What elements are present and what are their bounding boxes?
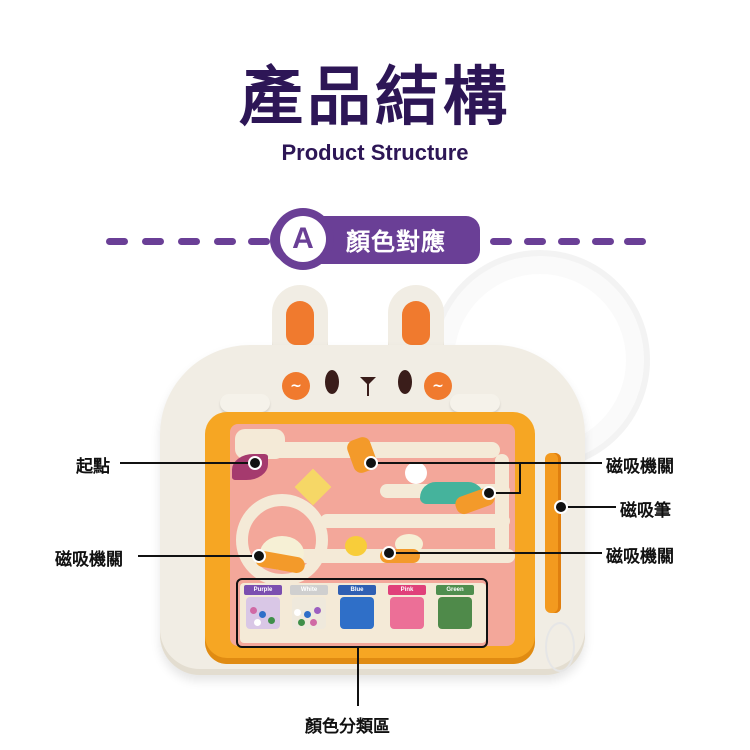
magnetic-pen bbox=[545, 453, 561, 613]
divider-dash bbox=[558, 238, 580, 245]
sort-bin-purple bbox=[246, 597, 280, 629]
sort-bin-blue bbox=[340, 597, 374, 629]
section-letter: A bbox=[280, 216, 326, 262]
leader-dot bbox=[252, 549, 266, 563]
page-subtitle: Product Structure bbox=[281, 140, 469, 165]
leader-line bbox=[370, 462, 602, 464]
divider-dash bbox=[524, 238, 546, 245]
bunny-cheek-right: ~ bbox=[424, 372, 452, 400]
leader-dot bbox=[248, 456, 262, 470]
bunny-eye-left bbox=[325, 370, 339, 394]
label-magnetic-switch-left: 磁吸機關 bbox=[55, 550, 123, 570]
page-title: 產品結構 bbox=[239, 61, 511, 135]
leader-line bbox=[519, 462, 521, 494]
divider-dash bbox=[178, 238, 200, 245]
leader-line bbox=[490, 492, 521, 494]
sort-bin-white bbox=[292, 597, 326, 629]
label-magnetic-pen: 磁吸筆 bbox=[620, 501, 671, 521]
pen-lanyard bbox=[545, 622, 575, 672]
bin-tag-blue: Blue bbox=[338, 585, 376, 595]
bunny-paw-right bbox=[450, 394, 500, 412]
leader-line bbox=[560, 506, 616, 508]
label-magnetic-switch-top-right: 磁吸機關 bbox=[606, 457, 674, 477]
leader-dot bbox=[382, 546, 396, 560]
divider-dash bbox=[214, 238, 236, 245]
label-color-sorting-area: 顏色分類區 bbox=[305, 717, 390, 737]
divider-dash bbox=[106, 238, 128, 245]
leader-line bbox=[120, 462, 252, 464]
sorting-area-highlight bbox=[236, 578, 488, 648]
bin-tag-purple: Purple bbox=[244, 585, 282, 595]
leader-dot bbox=[554, 500, 568, 514]
leader-dot bbox=[364, 456, 378, 470]
bunny-nose bbox=[360, 377, 376, 385]
section-letter-circle: A bbox=[272, 208, 334, 270]
sort-bin-pink bbox=[390, 597, 424, 629]
bin-tag-pink: Pink bbox=[388, 585, 426, 595]
leader-dot bbox=[482, 486, 496, 500]
leader-line bbox=[138, 555, 256, 557]
divider-dash bbox=[142, 238, 164, 245]
divider-dash bbox=[490, 238, 512, 245]
divider-dash bbox=[624, 238, 646, 245]
divider-dash bbox=[248, 238, 270, 245]
sort-bin-green bbox=[438, 597, 472, 629]
bunny-eye-right bbox=[398, 370, 412, 394]
bunny-cheek-left: ~ bbox=[282, 372, 310, 400]
leader-line bbox=[388, 552, 602, 554]
bin-tag-white: White bbox=[290, 585, 328, 595]
divider-dash bbox=[592, 238, 614, 245]
label-magnetic-switch-bottom-right: 磁吸機關 bbox=[606, 547, 674, 567]
leader-line bbox=[357, 648, 359, 706]
section-label: 顏色對應 bbox=[346, 228, 446, 256]
bin-tag-green: Green bbox=[436, 585, 474, 595]
bunny-paw-left bbox=[220, 394, 270, 412]
bunny-mouth bbox=[367, 384, 369, 396]
color-sorting-area: Purple White Blue Pink Green bbox=[240, 583, 486, 643]
label-start-point: 起點 bbox=[76, 457, 110, 477]
